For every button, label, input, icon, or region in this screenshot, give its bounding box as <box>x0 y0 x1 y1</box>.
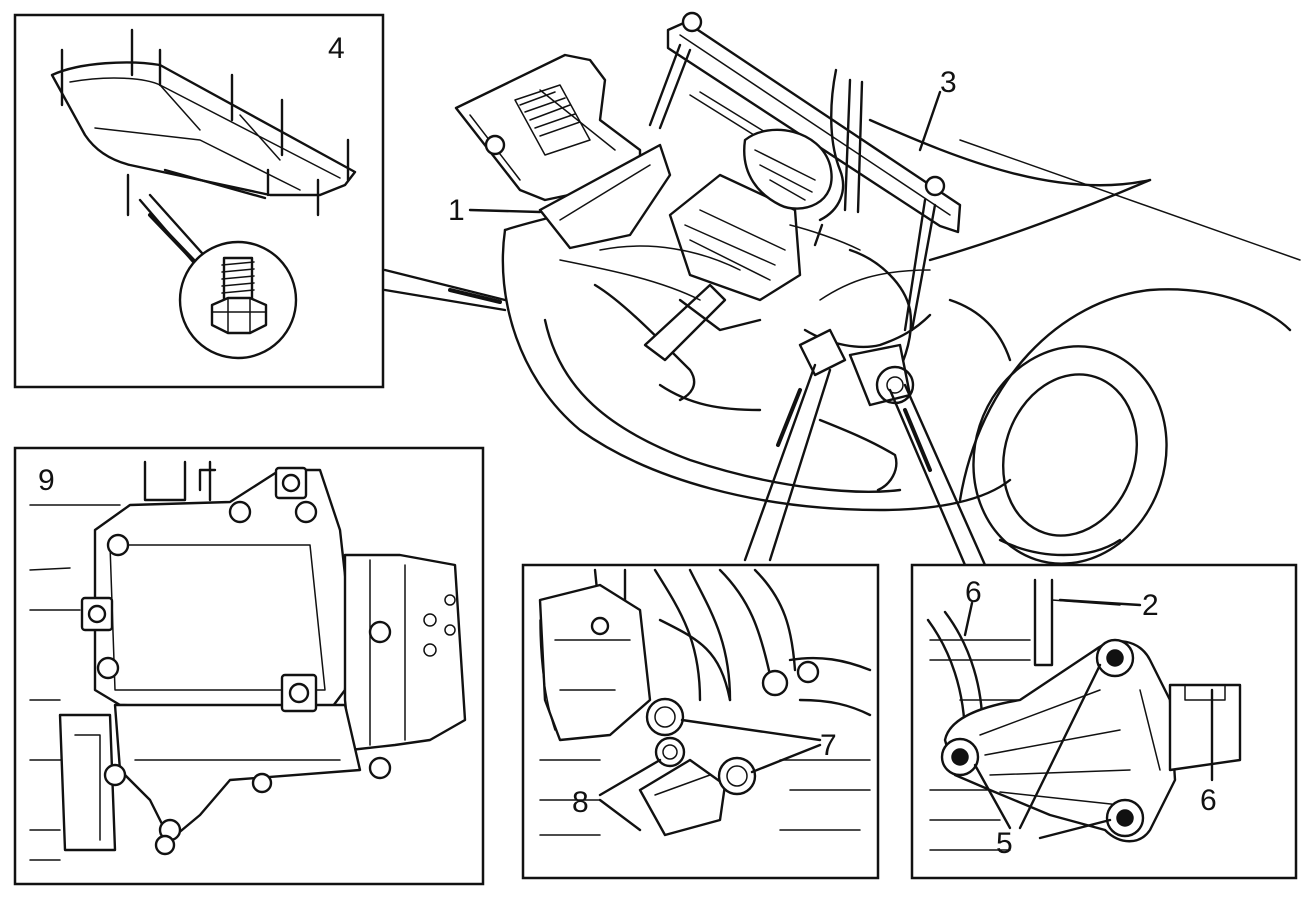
main-vehicle-view <box>383 11 1301 567</box>
detail-panel-engine-cover: 4 <box>13 13 385 389</box>
detail-panel-front-mount: 7 8 <box>521 563 880 880</box>
callout-5: 5 <box>996 827 1013 860</box>
callout-2: 2 <box>1142 589 1159 622</box>
callout-4: 4 <box>328 32 345 65</box>
leader-3 <box>918 90 942 152</box>
callout-1: 1 <box>448 194 465 227</box>
callout-8: 8 <box>572 786 589 819</box>
callout-6-box: 6 <box>1200 784 1217 817</box>
detail-panel-side-mount: 2 6 6 5 <box>910 563 1298 880</box>
detail-panel-rear-mount: 9 <box>13 446 485 886</box>
callout-7: 7 <box>820 729 837 762</box>
callout-3: 3 <box>940 66 957 99</box>
callout-9: 9 <box>38 464 55 497</box>
callout-6-hose: 6 <box>965 576 982 609</box>
leader-1 <box>468 208 542 214</box>
